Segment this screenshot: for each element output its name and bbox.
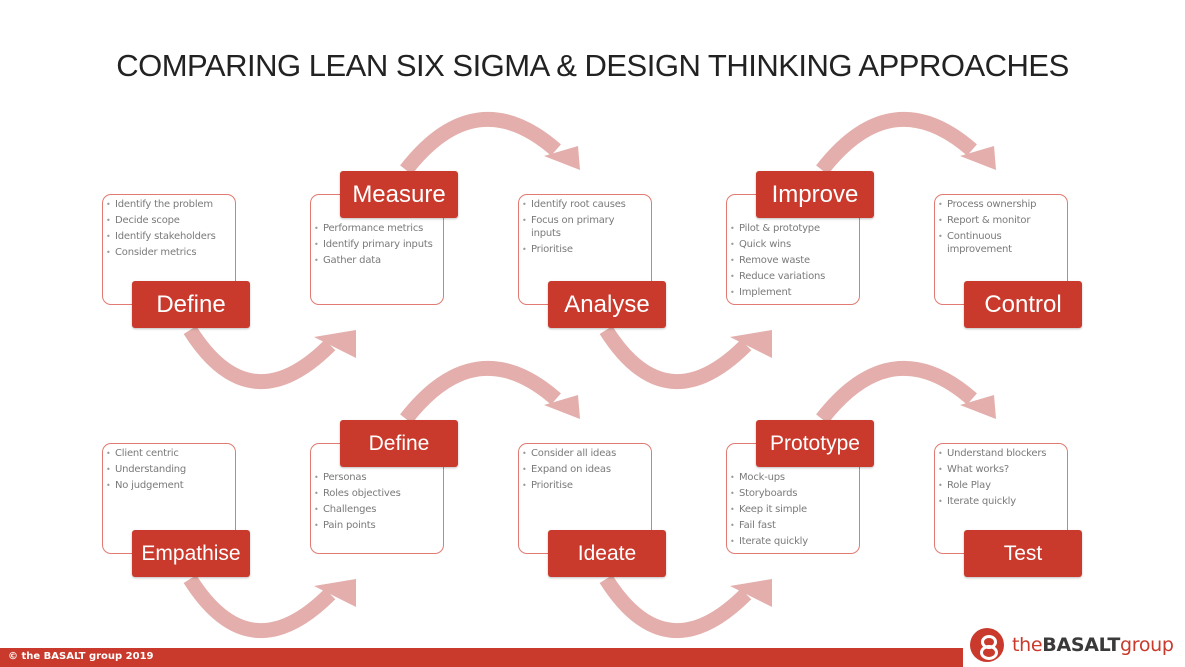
- step-label-analyse: Analyse: [548, 281, 666, 328]
- arrow-top-1-3-head: [960, 395, 996, 419]
- arrow-bottom-0-2-head: [730, 330, 772, 358]
- step-item: Reduce variations: [730, 270, 855, 283]
- step-item: Iterate quickly: [938, 495, 1063, 508]
- step-item: Gather data: [314, 254, 439, 267]
- arrow-top-0-1-head: [544, 146, 580, 170]
- step-item: Identify the problem: [106, 198, 231, 211]
- step-item: Identify root causes: [522, 198, 647, 211]
- step-item: Client centric: [106, 447, 231, 460]
- step-item: Understand blockers: [938, 447, 1063, 460]
- step-items: Performance metricsIdentify primary inpu…: [311, 195, 443, 267]
- step-item: Challenges: [314, 503, 439, 516]
- step-items: Process ownershipReport & monitorContinu…: [935, 195, 1067, 256]
- step-label-prototype: Prototype: [756, 420, 874, 467]
- step-item: Pain points: [314, 519, 439, 532]
- step-item: Personas: [314, 471, 439, 484]
- step-item: Consider all ideas: [522, 447, 647, 460]
- step-label-define: Define: [340, 420, 458, 467]
- step-item: Prioritise: [522, 243, 647, 256]
- step-item: Identify primary inputs: [314, 238, 439, 251]
- arrow-top-0-3-shaft: [816, 112, 977, 175]
- basalt-logo-icon: [970, 628, 1004, 662]
- arrow-bottom-1-0-head: [314, 579, 356, 607]
- arrow-top-1-3-shaft: [816, 361, 977, 424]
- step-item: Decide scope: [106, 214, 231, 227]
- step-item: Expand on ideas: [522, 463, 647, 476]
- step-item: Iterate quickly: [730, 535, 855, 548]
- step-items: Mock-upsStoryboardsKeep it simpleFail fa…: [727, 444, 859, 548]
- step-label-ideate: Ideate: [548, 530, 666, 577]
- step-item: What works?: [938, 463, 1063, 476]
- step-item: Identify stakeholders: [106, 230, 231, 243]
- step-item: Keep it simple: [730, 503, 855, 516]
- logo-text: theBASALTgroup: [1012, 634, 1174, 656]
- step-item: Quick wins: [730, 238, 855, 251]
- step-item: Report & monitor: [938, 214, 1063, 227]
- step-item: Storyboards: [730, 487, 855, 500]
- step-item: Consider metrics: [106, 246, 231, 259]
- arrow-top-1-1-shaft: [400, 361, 561, 424]
- arrow-bottom-1-2-head: [730, 579, 772, 607]
- step-items: Consider all ideasExpand on ideasPriorit…: [519, 444, 651, 492]
- step-items: Client centricUnderstanding No judgement: [103, 444, 235, 492]
- arrow-bottom-1-0-shaft: [183, 574, 336, 639]
- step-item: Performance metrics: [314, 222, 439, 235]
- arrow-top-0-3-head: [960, 146, 996, 170]
- step-item: Role Play: [938, 479, 1063, 492]
- step-label-define: Define: [132, 281, 250, 328]
- step-items: PersonasRoles objectivesChallengesPain p…: [311, 444, 443, 532]
- step-label-measure: Measure: [340, 171, 458, 218]
- step-label-control: Control: [964, 281, 1082, 328]
- step-item: Remove waste: [730, 254, 855, 267]
- step-item: Pilot & prototype: [730, 222, 855, 235]
- step-label-improve: Improve: [756, 171, 874, 218]
- step-label-test: Test: [964, 530, 1082, 577]
- step-label-empathise: Empathise: [132, 530, 250, 577]
- step-item: No judgement: [106, 479, 231, 492]
- arrow-bottom-0-0-head: [314, 330, 356, 358]
- company-logo: theBASALTgroup: [970, 628, 1174, 662]
- step-items: Understand blockersWhat works? Role PlayI…: [935, 444, 1067, 508]
- step-item: Understanding: [106, 463, 231, 476]
- arrow-bottom-0-0-shaft: [183, 325, 336, 390]
- arrow-top-1-1-head: [544, 395, 580, 419]
- arrow-bottom-0-2-shaft: [599, 325, 752, 390]
- step-item: Fail fast: [730, 519, 855, 532]
- footer-bar: © the BASALT group 2019: [0, 648, 963, 667]
- step-item: Mock-ups: [730, 471, 855, 484]
- step-items: Identify the problemDecide scopeIdentify…: [103, 195, 235, 259]
- arrow-top-0-1-shaft: [400, 112, 561, 175]
- step-item: Roles objectives: [314, 487, 439, 500]
- step-item: Process ownership: [938, 198, 1063, 211]
- step-item: Implement: [730, 286, 855, 299]
- step-items: Identify root causesFocus on primary inp…: [519, 195, 651, 256]
- step-item: Focus on primary inputs: [522, 214, 647, 240]
- step-item: Continuous improvement: [938, 230, 1063, 256]
- step-items: Pilot & prototypeQuick winsRemove wasteR…: [727, 195, 859, 299]
- page-title: COMPARING LEAN SIX SIGMA & DESIGN THINKI…: [116, 48, 1069, 83]
- copyright-text: © the BASALT group 2019: [8, 651, 154, 662]
- arrow-bottom-1-2-shaft: [599, 574, 752, 639]
- step-item: Prioritise: [522, 479, 647, 492]
